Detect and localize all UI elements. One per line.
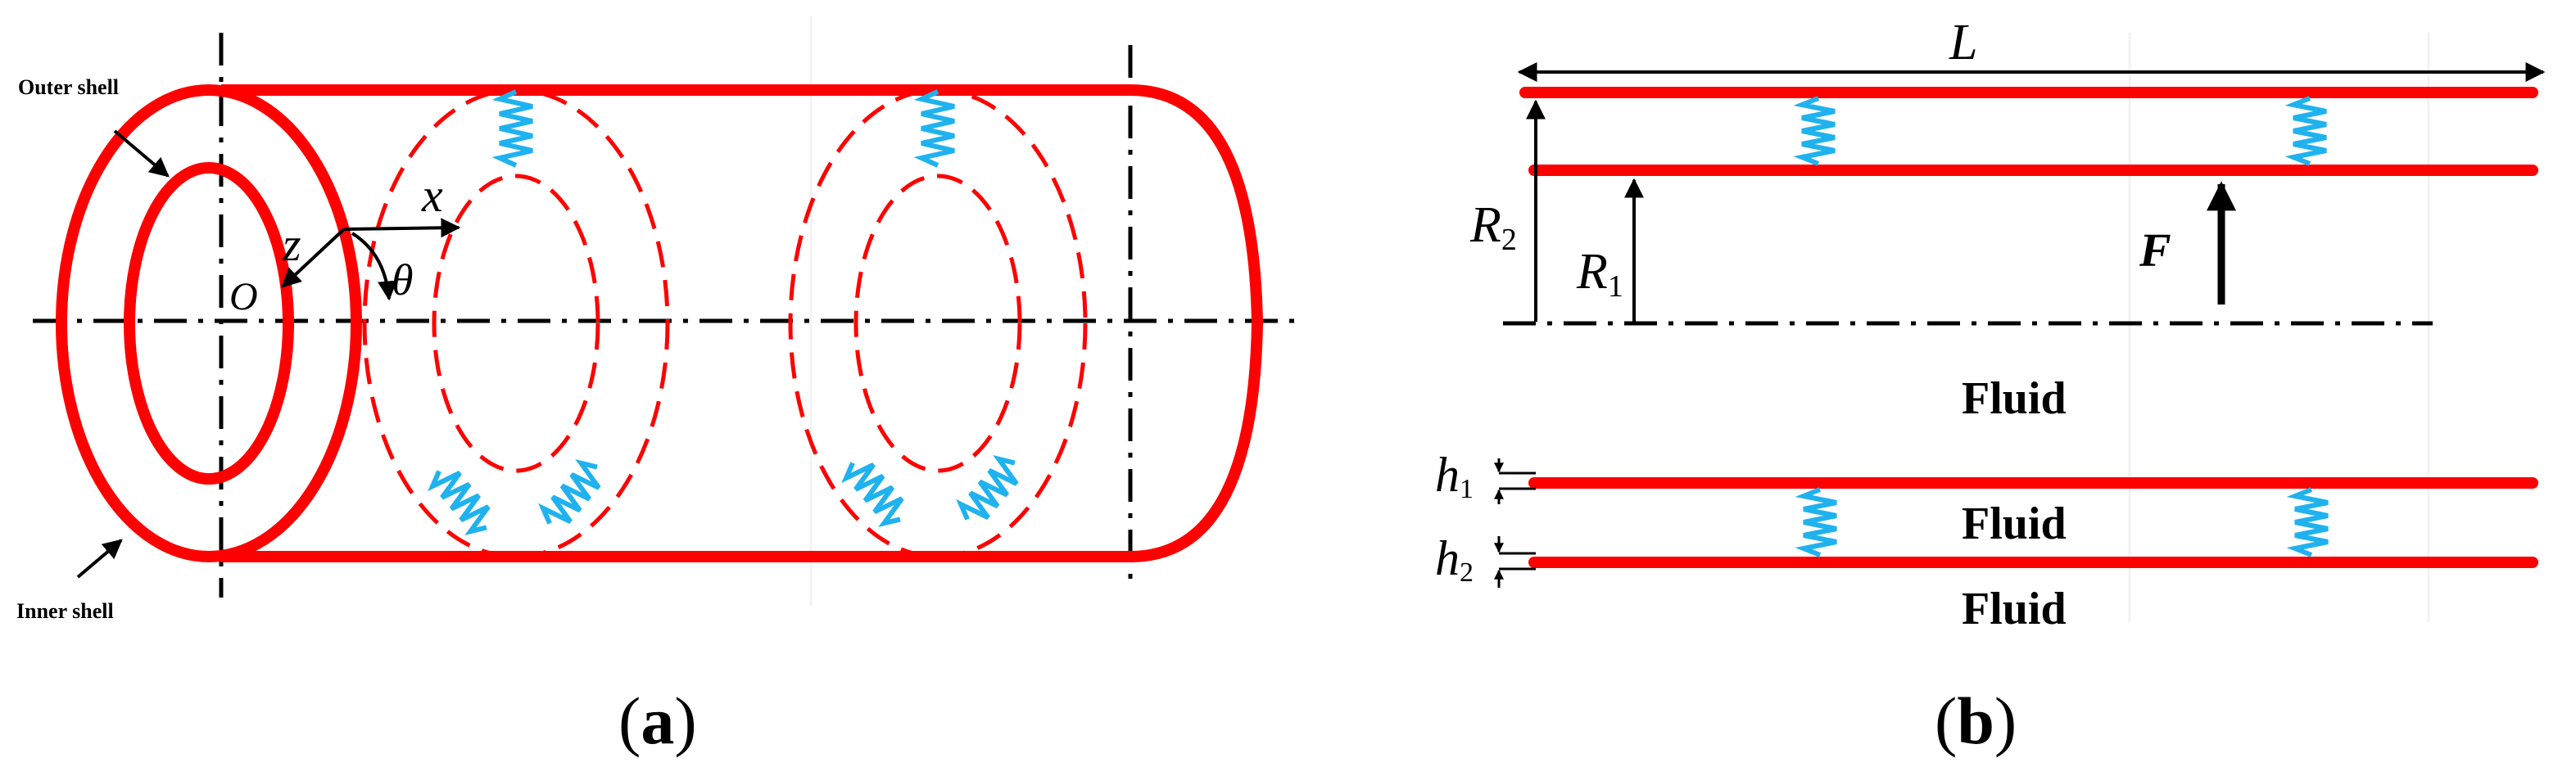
spring-b2-lower	[2286, 487, 2329, 557]
force-label: F	[2139, 223, 2171, 277]
spring-a2-bottom-right	[956, 455, 1019, 521]
spring-b1-upper	[1793, 96, 1836, 166]
h2-label: h2	[1435, 531, 1474, 588]
origin-label: O	[229, 275, 258, 318]
axis-x-label: x	[421, 169, 443, 222]
h1-label: h1	[1435, 448, 1474, 504]
cylinder-right-end	[1130, 84, 1264, 562]
x-axis-arrow	[343, 218, 461, 238]
inner-shell-ring	[124, 162, 294, 485]
panel-a-caption: (a)	[618, 684, 697, 758]
h2-marker	[1494, 536, 1536, 588]
axis-theta-label: θ	[392, 255, 414, 305]
outer-shell-ring	[56, 84, 362, 562]
spring-a1-bottom-right	[538, 459, 601, 525]
inner-shell-label: Inner shell	[16, 599, 114, 623]
fluid-label-center: Fluid	[1962, 373, 2067, 424]
outer-shell-label: Outer shell	[18, 75, 119, 99]
inner-shell-pointer	[76, 539, 123, 579]
h1-marker	[1494, 458, 1536, 504]
dashed-inner-ring-2	[853, 174, 1022, 473]
panel-a-springs	[428, 89, 1019, 535]
fluid-label-outer: Fluid	[1962, 584, 2067, 634]
length-label: L	[1949, 15, 1977, 70]
panel-b-springs	[1793, 96, 2329, 557]
dashed-outer-ring-1	[362, 88, 670, 559]
spring-a2-bottom-left	[841, 462, 904, 527]
outer-shell-pointer	[113, 129, 170, 178]
spring-a2-top	[913, 89, 955, 168]
spring-a1-top	[491, 89, 533, 168]
r2-label: R2	[1469, 197, 1517, 257]
panel-b-caption: (b)	[1935, 684, 2017, 758]
panel-b: L R2 R1 F	[1435, 15, 2546, 758]
dashed-outer-ring-2	[788, 88, 1088, 559]
spring-b2-upper	[2284, 96, 2327, 166]
theta-arc-arrow	[351, 232, 397, 301]
spring-b1-lower	[1795, 487, 1837, 557]
axis-z-label: z	[282, 218, 301, 271]
r1-label: R1	[1576, 244, 1623, 304]
panel-a: x z θ O Outer shell Inner shell (a)	[16, 16, 1294, 758]
z-axis-arrow	[281, 228, 346, 288]
fluid-label-gap: Fluid	[1962, 499, 2067, 549]
dashed-inner-ring-1	[432, 174, 600, 473]
spring-a1-bottom-left	[428, 470, 491, 535]
